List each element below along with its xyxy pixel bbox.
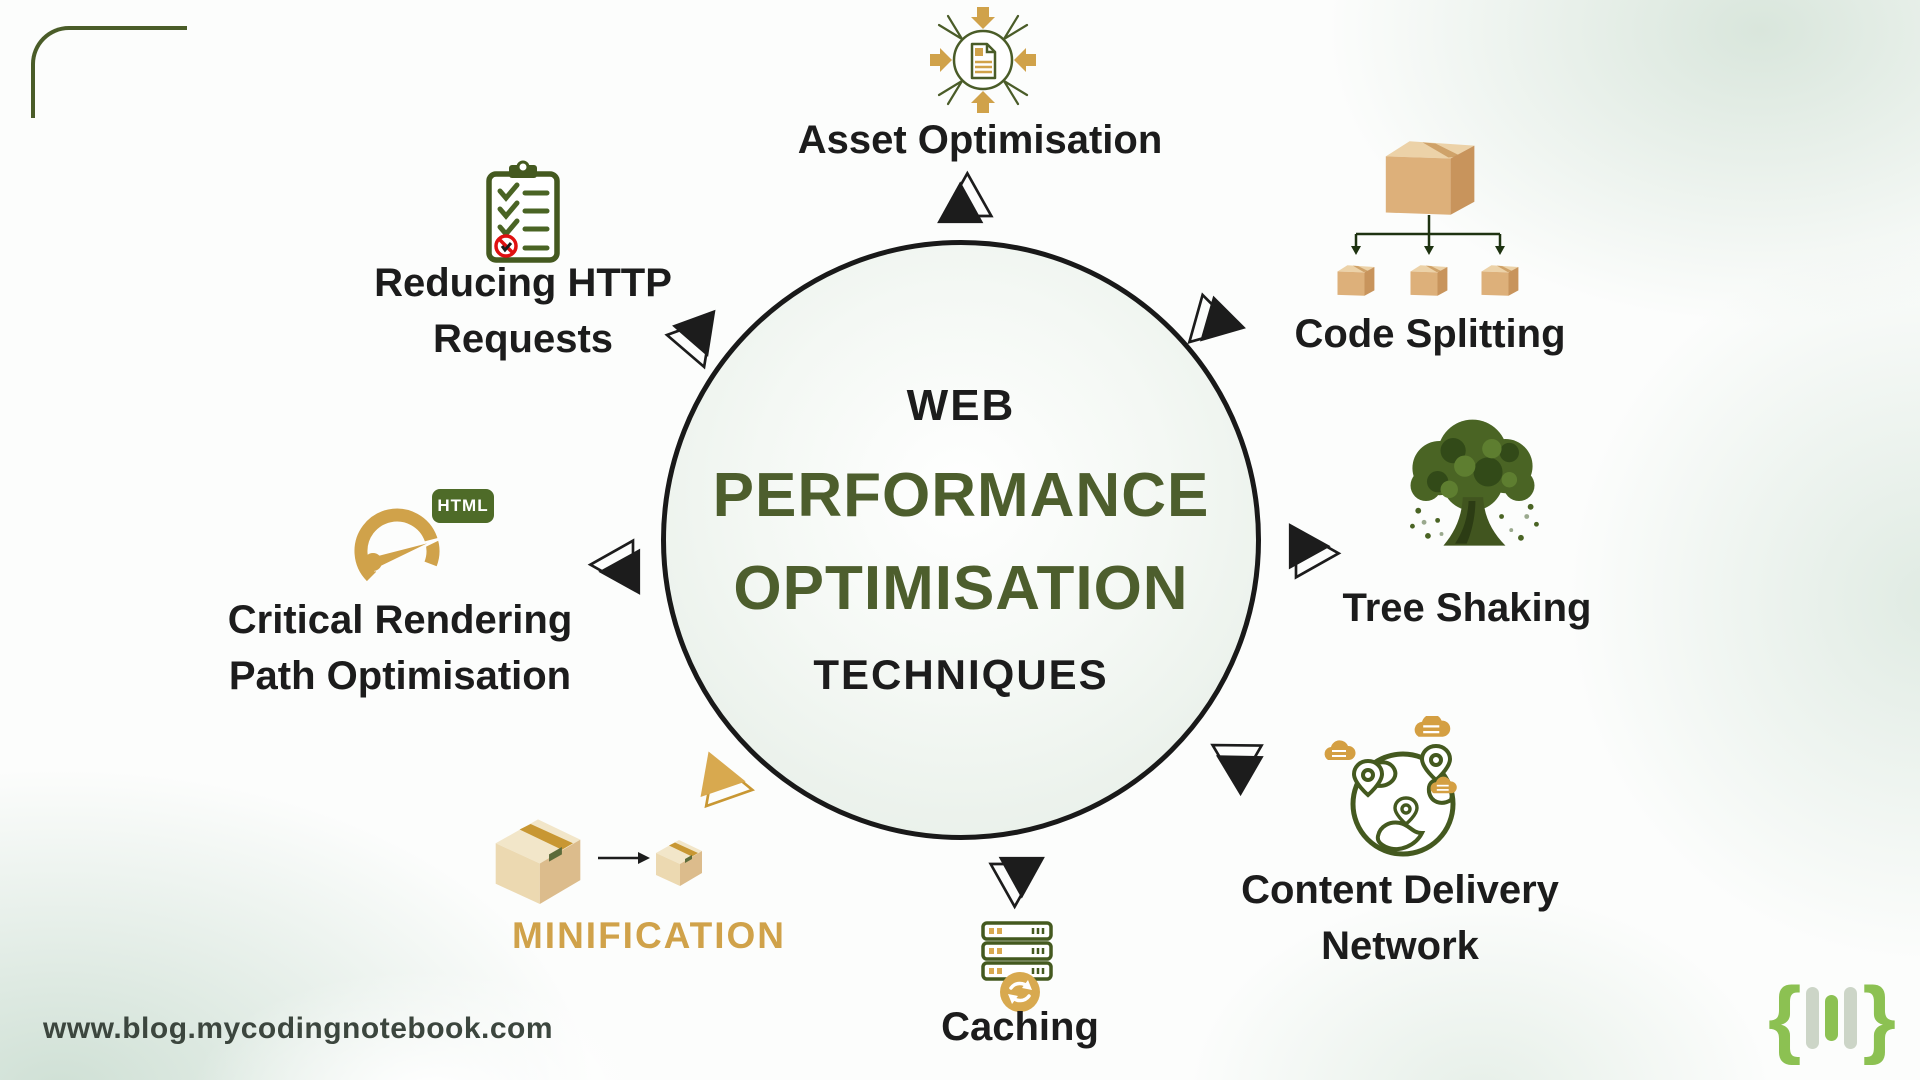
arrow-southeast-icon [1210, 743, 1264, 797]
arrow-south-icon [988, 856, 1045, 910]
logo-bar-left [1806, 987, 1820, 1049]
label-asset-optimisation: Asset Optimisation [797, 118, 1163, 162]
brand-logo: { } [1768, 972, 1896, 1064]
central-topic-circle: WEB PERFORMANCE OPTIMISATION TECHNIQUES [661, 240, 1261, 840]
label-tree-shaking: Tree Shaking [1342, 586, 1592, 630]
cloud-server-icons [1324, 716, 1457, 794]
arrow-north-icon [937, 170, 994, 224]
logo-close-brace: } [1862, 970, 1896, 1066]
website-url: www.blog.mycodingnotebook.com [43, 1012, 554, 1045]
box-shrink-icon [495, 819, 702, 904]
label-code-splitting: Code Splitting [1294, 312, 1566, 356]
html-badge: HTML [432, 489, 494, 523]
arrow-west-icon [587, 538, 641, 595]
arrow-northwest-icon [664, 309, 716, 370]
speedometer-icon [354, 508, 440, 582]
logo-bars [1806, 987, 1858, 1049]
clipboard-checklist-icon [486, 160, 560, 263]
center-title-line1: PERFORMANCE [712, 461, 1210, 530]
label-caching: Caching [941, 1005, 1099, 1049]
center-kicker: WEB [906, 381, 1016, 430]
arrow-east-icon [1288, 523, 1342, 580]
globe-cdn-icon [1324, 716, 1457, 857]
logo-bar-middle [1825, 995, 1839, 1041]
arrow-northeast-icon [1187, 292, 1246, 345]
label-minification: MINIFICATION [511, 915, 787, 956]
logo-bar-right [1844, 987, 1858, 1049]
box-splitting-icon [1337, 141, 1519, 296]
server-refresh-icon [981, 921, 1053, 1012]
arrow-southwest-gold-icon [700, 751, 756, 809]
tree-icon [1410, 419, 1539, 546]
logo-open-brace: { [1768, 970, 1802, 1066]
center-subtitle: TECHNIQUES [813, 651, 1109, 698]
label-content-delivery-network: Content Delivery Network [1241, 868, 1559, 968]
label-reducing-http-requests: Reducing HTTP Requests [374, 261, 672, 361]
compress-file-icon [930, 7, 1036, 113]
label-critical-rendering-path: Critical Rendering Path Optimisation [227, 598, 573, 698]
corner-bracket-decoration [31, 26, 187, 118]
center-title-line2: OPTIMISATION [733, 554, 1189, 623]
